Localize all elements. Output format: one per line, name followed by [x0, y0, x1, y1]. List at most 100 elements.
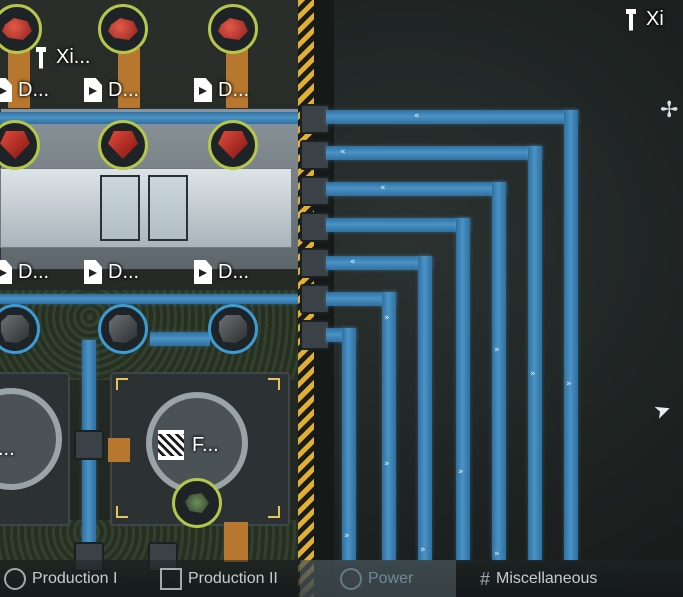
- label-text: F...: [192, 433, 219, 456]
- tab-production-2[interactable]: Production II: [150, 560, 300, 597]
- tab-miscellaneous[interactable]: # Miscellaneous: [456, 560, 683, 597]
- belt-junction[interactable]: [300, 212, 330, 242]
- item-gem-icon[interactable]: [0, 120, 40, 170]
- cursor-arrow-icon: ➤: [650, 395, 675, 425]
- belt-arrow-icon: »: [494, 549, 500, 559]
- label-text: D...: [218, 78, 250, 101]
- item-gem-icon[interactable]: [98, 120, 148, 170]
- belt-arrow-icon: «: [350, 257, 356, 267]
- belt-arrow-icon: »: [494, 345, 500, 355]
- document-icon: [0, 78, 12, 102]
- tab-label: Production I: [32, 569, 118, 587]
- conveyor-belt: [418, 256, 432, 560]
- dark-block-icon: [1, 315, 29, 343]
- belt-junction[interactable]: [300, 248, 330, 278]
- document-icon: [194, 78, 212, 102]
- document-icon: [0, 260, 12, 284]
- pad-corner: [268, 506, 280, 518]
- red-ore-icon: [218, 18, 248, 40]
- conveyor-belt: [0, 112, 300, 124]
- pad-corner: [268, 378, 280, 390]
- power-icon: [340, 567, 362, 590]
- conveyor-belt: [326, 182, 506, 196]
- label-text: D...: [218, 260, 250, 283]
- production-icon: [4, 567, 26, 590]
- label-text: Xi...: [56, 46, 91, 68]
- label-d[interactable]: D...: [84, 78, 139, 102]
- conveyor-belt: [528, 146, 542, 560]
- tab-power[interactable]: Power: [300, 560, 456, 597]
- belt-junction[interactable]: [74, 430, 104, 460]
- item-green-ore-icon[interactable]: [172, 478, 222, 528]
- document-icon: [194, 260, 212, 284]
- belt-arrow-icon: »: [566, 379, 572, 389]
- item-block-icon[interactable]: [0, 304, 40, 354]
- label-f[interactable]: F...: [158, 430, 219, 460]
- orange-conveyor: [8, 48, 30, 110]
- green-ore-icon: [185, 493, 209, 513]
- belt-arrow-icon: »: [420, 545, 426, 555]
- label-d[interactable]: D...: [194, 78, 249, 102]
- machine-slot: [100, 175, 140, 241]
- label-text: D...: [108, 78, 140, 101]
- label-text: D...: [108, 260, 140, 283]
- machine-slot: [148, 175, 188, 241]
- label-d[interactable]: D...: [0, 78, 49, 102]
- label-d[interactable]: D...: [0, 260, 49, 284]
- conveyor-belt: [342, 328, 356, 560]
- red-gem-icon: [218, 131, 248, 159]
- belt-arrow-icon: »: [530, 369, 536, 379]
- tool-icon: [626, 8, 636, 31]
- item-gem-icon[interactable]: [208, 120, 258, 170]
- tab-production-1[interactable]: Production I: [0, 560, 150, 597]
- red-ore-icon: [108, 18, 138, 40]
- label-text: Xi: [646, 8, 664, 30]
- item-ore-icon[interactable]: [98, 4, 148, 54]
- label-xi-right[interactable]: Xi: [626, 8, 664, 31]
- hash-icon: #: [480, 568, 491, 589]
- belt-arrow-icon: «: [414, 111, 420, 121]
- dark-block-icon: [219, 315, 247, 343]
- label-dots[interactable]: ...: [0, 438, 15, 461]
- item-ore-icon[interactable]: [0, 4, 42, 54]
- belt-junction[interactable]: [300, 176, 330, 206]
- conveyor-belt: [0, 294, 300, 304]
- red-gem-icon: [108, 131, 138, 159]
- tab-label: Power: [368, 569, 414, 587]
- machine-panel: [0, 168, 292, 248]
- label-d[interactable]: D...: [84, 260, 139, 284]
- label-text: D...: [18, 78, 50, 101]
- item-ore-icon[interactable]: [208, 4, 258, 54]
- conveyor-belt: [326, 110, 578, 124]
- conveyor-belt: [150, 332, 210, 346]
- label-xi[interactable]: Xi...: [36, 46, 90, 69]
- orange-conveyor: [118, 48, 140, 110]
- conveyor-belt: [456, 218, 470, 560]
- pad-corner: [116, 378, 128, 390]
- belt-junction[interactable]: [300, 104, 330, 134]
- conveyor-belt: [382, 292, 396, 560]
- conveyor-belt: [492, 182, 506, 560]
- red-ore-icon: [2, 18, 32, 40]
- label-d[interactable]: D...: [194, 260, 249, 284]
- tab-label: Production II: [188, 569, 278, 587]
- belt-junction[interactable]: [300, 140, 330, 170]
- belt-arrow-icon: »: [384, 313, 390, 323]
- item-block-icon[interactable]: [208, 304, 258, 354]
- orange-conveyor: [224, 522, 248, 562]
- build-category-bar: Production I Production II Power # Misce…: [0, 560, 683, 597]
- belt-arrow-icon: »: [384, 459, 390, 469]
- production-ii-icon: [160, 567, 182, 590]
- conveyor-belt: [326, 218, 470, 232]
- orange-conveyor: [108, 438, 130, 462]
- red-gem-icon: [0, 131, 30, 159]
- rotor-icon[interactable]: ✢: [660, 98, 679, 123]
- dark-block-icon: [109, 315, 137, 343]
- document-icon: [84, 260, 102, 284]
- tab-label: Miscellaneous: [496, 569, 598, 587]
- conveyor-belt: [326, 292, 396, 306]
- item-block-icon[interactable]: [98, 304, 148, 354]
- belt-arrow-icon: »: [458, 467, 464, 477]
- document-icon: [84, 78, 102, 102]
